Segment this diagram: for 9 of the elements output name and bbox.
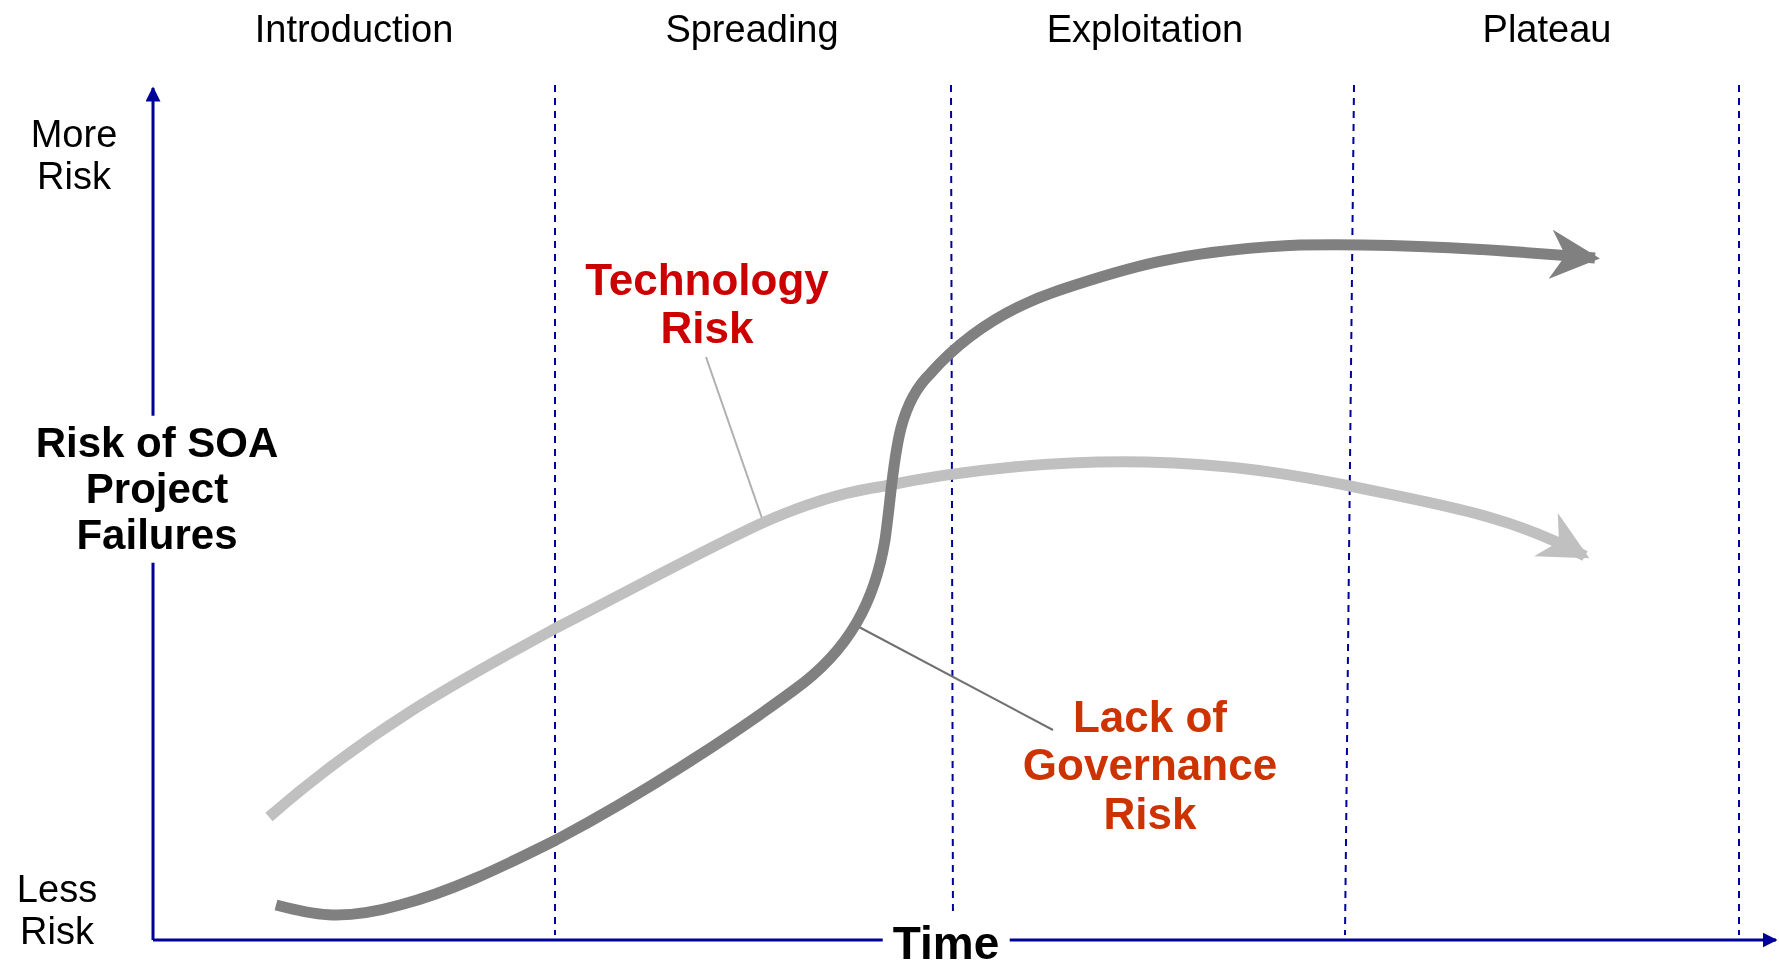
curve-label: Lack of Governance Risk [1000,693,1300,839]
phase-label: Exploitation [1046,9,1244,51]
curve-label: Technology Risk [547,255,867,353]
phase-label: Spreading [665,9,839,51]
phase-label: Introduction [254,9,454,51]
axis-end-label: More Risk [29,114,119,198]
leader-line [858,626,1054,731]
axis-end-label: Less Risk [15,869,99,953]
phase-label: Plateau [1482,9,1612,51]
